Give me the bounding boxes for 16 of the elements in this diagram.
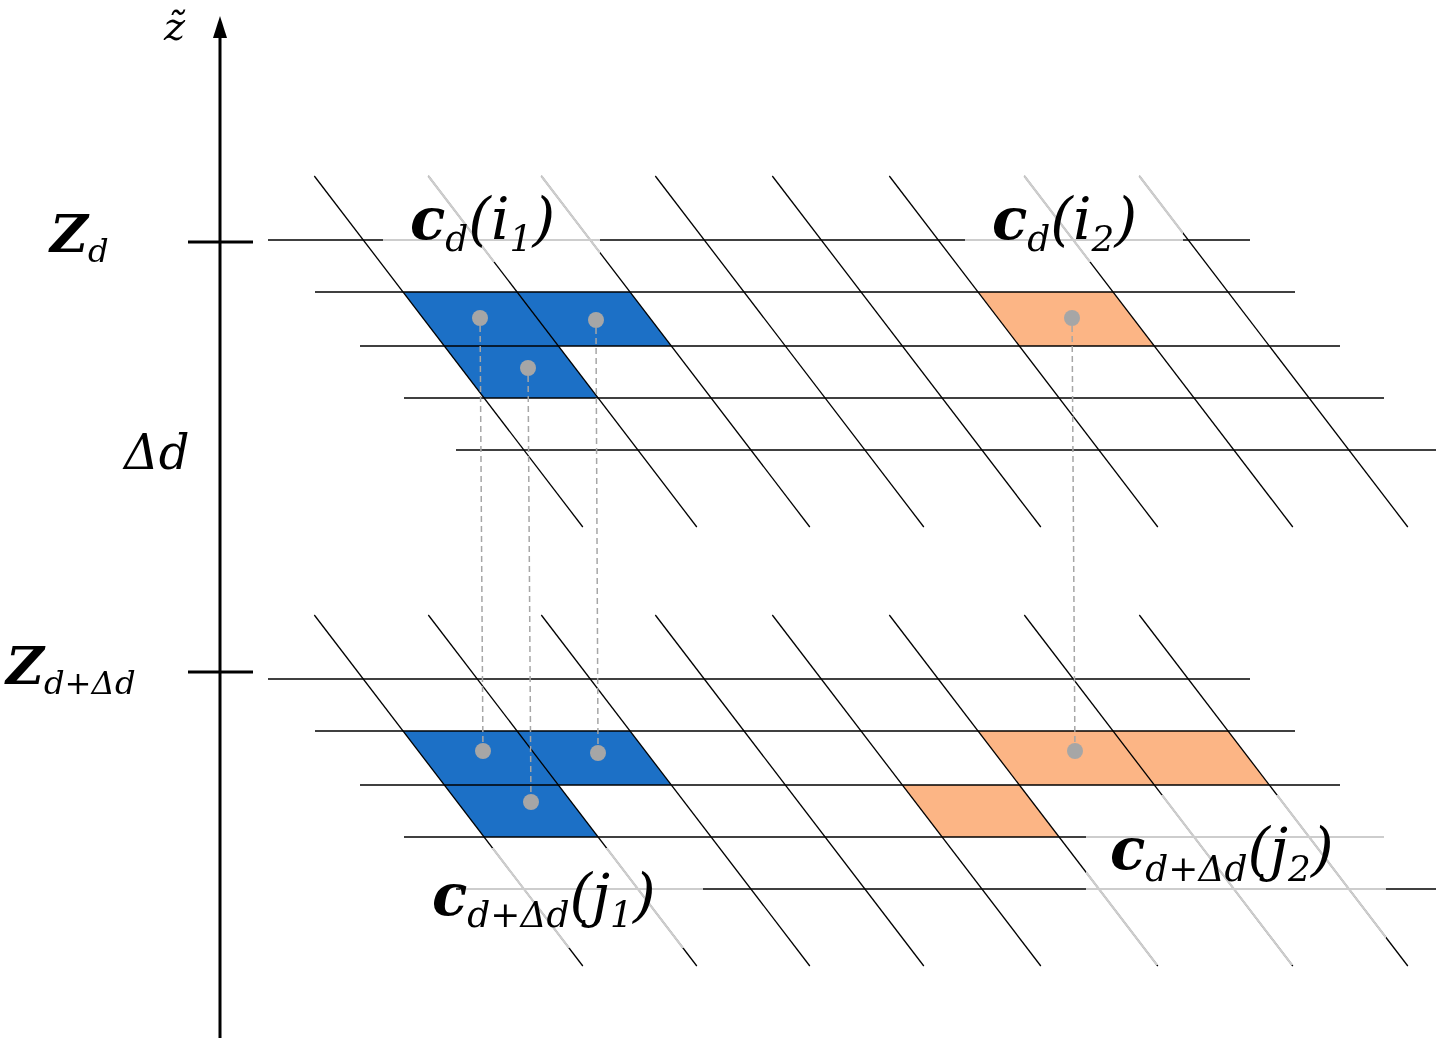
- point-marker: [475, 743, 491, 759]
- axis-label: z̃: [164, 6, 186, 46]
- dashed-line: [479, 325, 484, 744]
- point-marker: [523, 794, 539, 810]
- point-marker: [1064, 310, 1080, 326]
- point-marker: [1067, 743, 1083, 759]
- dashed-line: [527, 375, 532, 795]
- tick-label: Z$_{d+Δd}$: [6, 640, 136, 692]
- point-marker: [472, 310, 488, 326]
- point-marker: [520, 360, 536, 376]
- interval-label: Δd: [124, 428, 190, 476]
- dashed-line: [1071, 325, 1076, 744]
- dashed-line: [595, 327, 599, 746]
- point-marker: [590, 745, 606, 761]
- tick-label: Z$_{d}$: [50, 208, 109, 260]
- point-marker: [588, 312, 604, 328]
